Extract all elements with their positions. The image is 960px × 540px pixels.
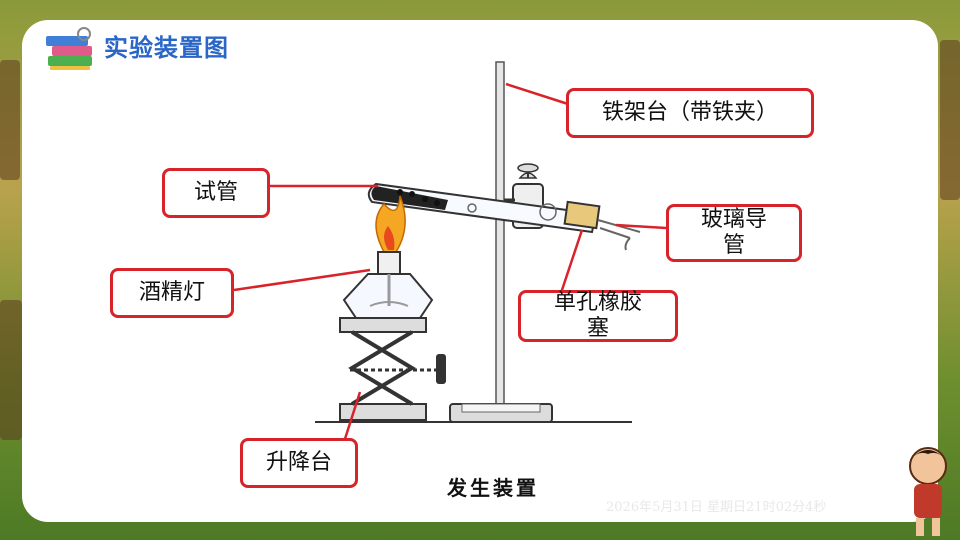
iron-stand [449, 61, 553, 423]
label-rubber-stopper: 单孔橡胶 塞 [518, 290, 678, 342]
page-title: 实验装置图 [104, 34, 229, 62]
alcohol-lamp [342, 251, 434, 319]
label-glass-tube: 玻璃导 管 [666, 204, 802, 262]
timestamp: 2026年5月31日 星期日21时02分4秒 [606, 500, 827, 515]
rubber-stopper [563, 200, 601, 230]
leader-lines [233, 82, 667, 443]
label-stopper-line1: 单孔橡胶 [553, 290, 642, 315]
background-stripe [0, 300, 22, 440]
label-lift-table: 升降台 [240, 438, 358, 488]
flame [375, 195, 406, 253]
label-alcohol-lamp: 酒精灯 [110, 268, 234, 318]
stacked-books-icon [46, 27, 92, 70]
label-stopper-line2: 塞 [586, 316, 609, 341]
diagram-caption: 发生装置 [447, 476, 539, 500]
label-glass-tube-line2: 管 [722, 233, 745, 258]
label-iron-stand: 铁架台（带铁夹） [566, 88, 814, 138]
lift-table [339, 317, 446, 421]
label-test-tube: 试管 [162, 168, 270, 218]
cartoon-mascot-icon [909, 447, 947, 536]
background-stripe [940, 40, 960, 200]
test-tube [367, 182, 598, 234]
label-glass-tube-line1: 玻璃导 [700, 207, 767, 232]
background-stripe [0, 60, 20, 180]
